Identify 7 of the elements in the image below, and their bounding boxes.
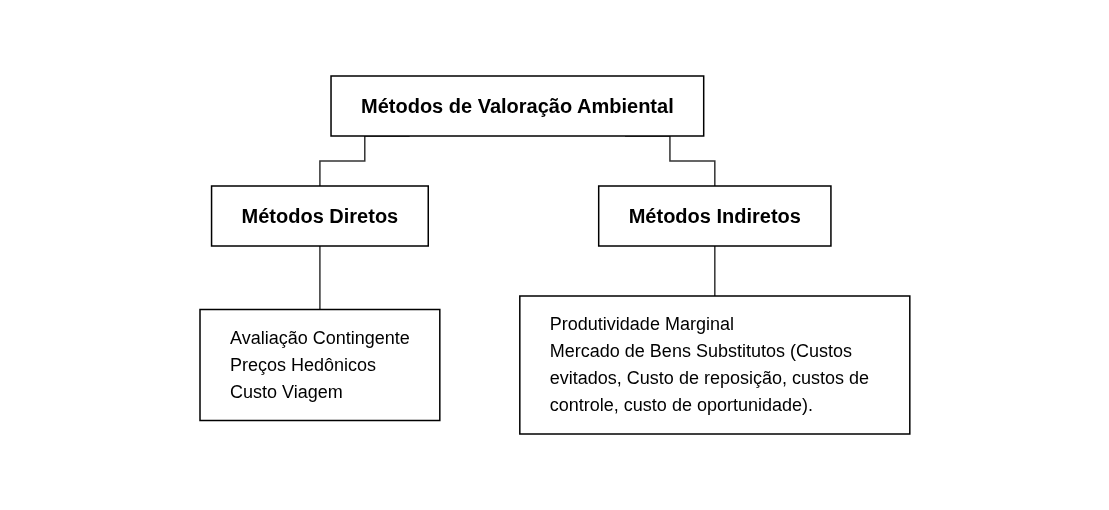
- node-box: Métodos Indiretos: [597, 185, 832, 247]
- node-box: Métodos de Valoração Ambiental: [329, 75, 705, 137]
- node-box: Produtividade Marginal Mercado de Bens Substitutos (Custos evitados, Custo de reposição, custos de controle, custo de oportunidade).: [518, 295, 911, 435]
- connector: [713, 245, 716, 297]
- connector: [318, 245, 321, 311]
- node-box: Métodos Diretos: [210, 185, 429, 247]
- node-box: Avaliação Contingente Preços Hedônicos Custo Viagem: [198, 308, 441, 422]
